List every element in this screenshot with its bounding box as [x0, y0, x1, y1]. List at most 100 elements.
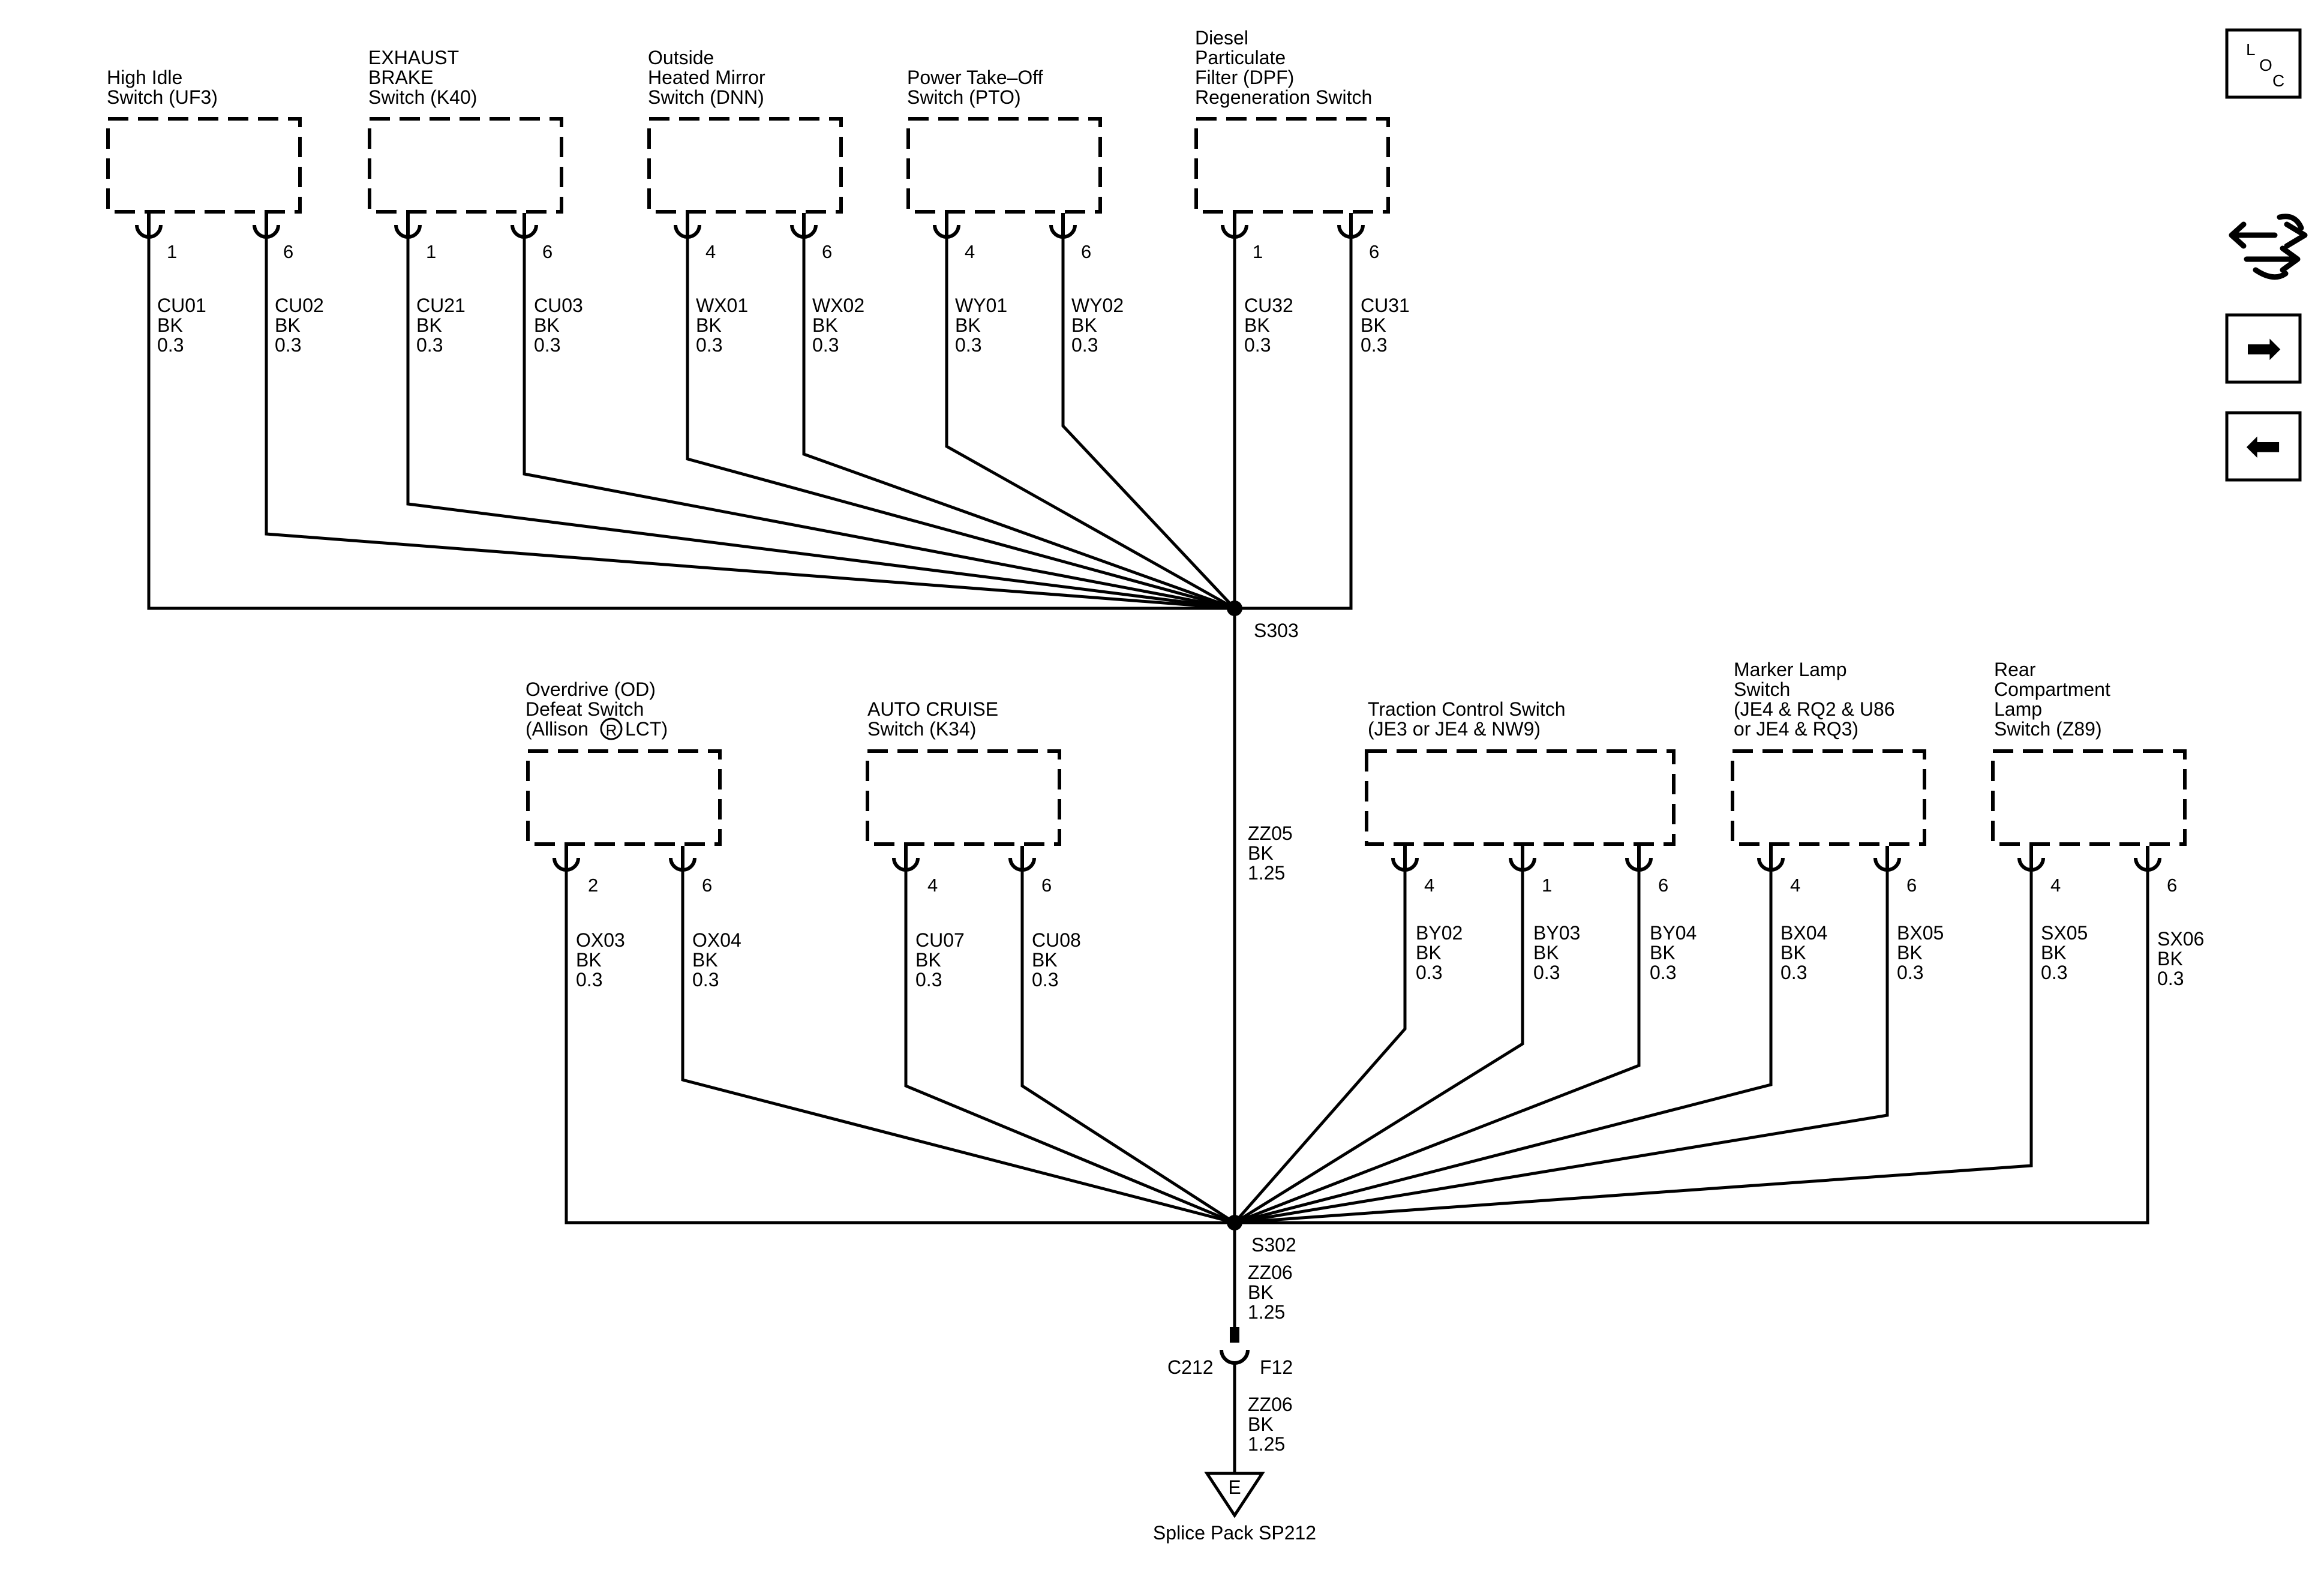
svg-text:⬅: ⬅: [2245, 421, 2281, 471]
wire-id: BX04: [1780, 922, 1827, 944]
wire-size: 1.25: [1248, 1433, 1285, 1455]
switch-box-marker: [1731, 749, 1926, 846]
pin-connector: [669, 846, 696, 872]
splice-label-s302: S302: [1251, 1234, 1296, 1256]
pin-number: 1: [1542, 875, 1552, 896]
forward-arrow-icon[interactable]: ➡: [2225, 313, 2302, 384]
component-label-z89: Rear Compartment Lamp Switch (Z89): [1994, 659, 2110, 740]
wire-id: CU32: [1244, 295, 1293, 316]
wire-label-cu08: CU08 BK 0.3: [1032, 929, 1081, 990]
wire-color: BK: [1032, 949, 1058, 971]
pin-number: 4: [1790, 875, 1800, 896]
pin-connector: [1049, 213, 1077, 239]
pin-number: 4: [2050, 875, 2061, 896]
wire-size: 0.3: [2157, 968, 2184, 989]
wire-color: BK: [1897, 942, 1923, 963]
wire-label-cu32: CU32 BK 0.3: [1244, 295, 1293, 356]
pin-number: 6: [1041, 875, 1052, 896]
pin-connector: [1509, 846, 1536, 872]
wire-color: BK: [696, 314, 722, 336]
pin-number: 4: [1424, 875, 1434, 896]
wire-color: BK: [275, 314, 301, 336]
wire-label-by02: BY02 BK 0.3: [1416, 922, 1463, 983]
label-line: Defeat Switch: [526, 698, 644, 720]
wire-id: WX01: [696, 295, 748, 316]
pin-number: 6: [1906, 875, 1917, 896]
label-line: EXHAUST: [368, 47, 459, 68]
wire-wy01: [945, 237, 1236, 610]
pin-number: 2: [588, 875, 598, 896]
wire-wx02: [802, 237, 1235, 610]
pin-connector: [892, 846, 920, 872]
label-line: or JE4 & RQ3): [1734, 718, 1858, 740]
wire-size: 1.25: [1248, 1301, 1285, 1323]
wire-id: ZZ05: [1248, 822, 1293, 844]
pin-number: 4: [965, 241, 975, 262]
pin-number: 6: [702, 875, 712, 896]
svg-text:➡: ➡: [2245, 323, 2281, 373]
wire-id: BY03: [1533, 922, 1580, 944]
wire-id: WY01: [955, 295, 1007, 316]
wire-color: BK: [1780, 942, 1806, 963]
wire-color: BK: [1248, 842, 1274, 864]
wire-id: CU08: [1032, 929, 1081, 951]
ground-letter: E: [1228, 1476, 1241, 1498]
wire-size: 0.3: [915, 969, 942, 990]
wire-size: 0.3: [534, 334, 560, 356]
pin-number: 6: [1081, 241, 1091, 262]
splice-pack-label: Splice Pack SP212: [1153, 1522, 1316, 1544]
label-line: Filter (DPF): [1195, 67, 1294, 88]
label-line: Diesel: [1195, 27, 1248, 49]
label-line: (JE3 or JE4 & NW9): [1368, 718, 1541, 740]
label-line: Compartment: [1994, 679, 2110, 700]
pin-connector: [1757, 846, 1785, 872]
label-line: (Allison: [526, 718, 588, 740]
svg-text:C: C: [2272, 71, 2284, 90]
pin-connector: [790, 213, 818, 239]
component-label-k34: AUTO CRUISE Switch (K34): [867, 698, 998, 740]
wire-label-wx01: WX01 BK 0.3: [696, 295, 748, 356]
wire-color: BK: [915, 949, 941, 971]
connector-male-pin: [1230, 1327, 1239, 1343]
wire-wy02: [1061, 237, 1236, 610]
pin-connector: [2134, 846, 2161, 872]
wire-label-cu21: CU21 BK 0.3: [416, 295, 466, 356]
pin-connector: [1873, 846, 1901, 872]
wire-color: BK: [1248, 1413, 1274, 1435]
pin-connector: [1221, 213, 1248, 239]
loc-icon[interactable]: L O C: [2225, 28, 2302, 99]
pin-connector: [1008, 846, 1036, 872]
switch-box-k34: [866, 749, 1061, 846]
pin-number: 6: [2167, 875, 2177, 896]
wire-id: WX02: [812, 295, 864, 316]
pin-number: 4: [927, 875, 938, 896]
wire-id: CU02: [275, 295, 324, 316]
label-line: Regeneration Switch: [1195, 86, 1372, 108]
wire-color: BK: [692, 949, 718, 971]
wire-id: OX04: [692, 929, 741, 951]
label-line: LCT): [625, 718, 668, 740]
wire-ox03: [565, 870, 1235, 1224]
service-info-icon[interactable]: [2229, 214, 2308, 280]
wire-color: BK: [2041, 942, 2067, 963]
label-line: (JE4 & RQ2 & U86: [1734, 698, 1895, 720]
wire-label-wy01: WY01 BK 0.3: [955, 295, 1007, 356]
wire-size: 1.25: [1248, 862, 1285, 884]
wire-size: 0.3: [1361, 334, 1387, 356]
wire-by03: [1233, 870, 1524, 1224]
switch-box-pto: [906, 117, 1102, 214]
switch-box-z89: [1991, 749, 2187, 846]
wire-label-ox03: OX03 BK 0.3: [576, 929, 625, 990]
wire-id: BX05: [1897, 922, 1944, 944]
component-label-k40: EXHAUST BRAKE Switch (K40): [368, 47, 477, 108]
allison-r-icon: R: [600, 718, 623, 740]
wire-cu07: [904, 870, 1235, 1224]
label-line: Switch (PTO): [907, 86, 1021, 108]
back-arrow-icon[interactable]: ⬅: [2225, 411, 2302, 482]
label-line: AUTO CRUISE: [867, 698, 998, 720]
label-line: Rear: [1994, 659, 2036, 680]
connector-c212: [1220, 1327, 1250, 1473]
wire-size: 0.3: [1780, 962, 1807, 983]
label-line: Power Take–Off: [907, 67, 1043, 88]
